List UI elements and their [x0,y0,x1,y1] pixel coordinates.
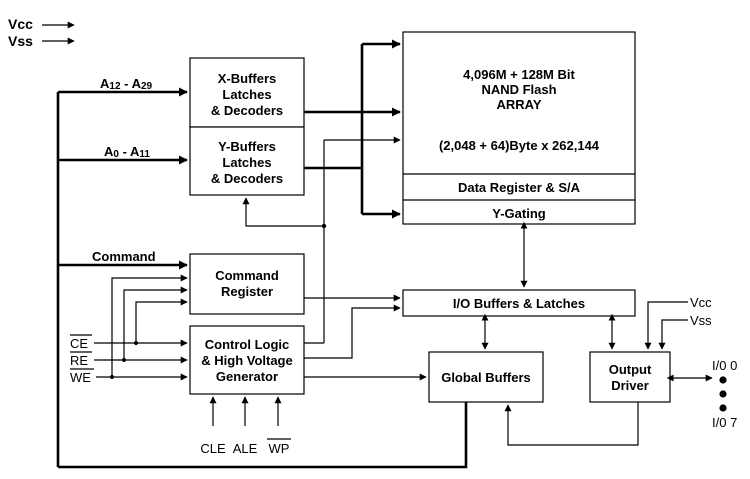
y-buffers-line3: & Decoders [211,171,283,186]
legend-vss-label: Vss [8,33,33,49]
output-vss-label: Vss [690,313,712,328]
y-gating-text: Y-Gating [492,206,546,221]
command-bus-label: Command [92,249,156,264]
array-organization-text: (2,048 + 64)Byte x 262,144 [439,138,600,153]
control-signals: CE RE WE [70,274,188,385]
we-signal-label: WE [70,370,91,385]
io-pin-first-label: I/0 0 [712,358,737,373]
wp-label: WP [269,441,290,456]
junction-dot [321,223,327,229]
we-junction-dot [110,375,114,379]
io-pin-dot-3 [719,404,727,412]
io-buffers-text: I/O Buffers & Latches [453,296,585,311]
re-junction-dot [122,358,126,362]
power-legend: Vcc Vss [8,16,75,49]
command-register-line2: Register [221,284,273,299]
array-capacity-text: 4,096M + 128M Bit [463,67,575,82]
control-logic-line3: Generator [216,369,278,384]
cle-label: CLE [200,441,226,456]
we-to-cmd-reg-arrow [111,274,188,377]
io-pin-dot-2 [719,390,727,398]
y-buffers-line1: Y-Buffers [218,139,276,154]
addr-high-label: A12 - A29 [100,76,153,92]
array-name-text: ARRAY [496,97,541,112]
ce-junction-dot [134,341,138,345]
io-pins: I/0 0 I/0 7 [712,358,737,430]
y-buffers-line2: Latches [222,155,271,170]
x-buffers-line3: & Decoders [211,103,283,118]
output-driver-line2: Driver [611,378,649,393]
output-to-global-feedback [504,402,639,446]
data-register-text: Data Register & S/A [458,180,581,195]
command-register-block [189,253,305,315]
array-type-text: NAND Flash [481,82,556,97]
ctrl-to-y-buffers-arrow [242,197,324,227]
output-power: Vcc Vss [644,295,712,350]
output-vcc-arrow [644,301,688,350]
control-logic-line1: Control Logic [205,337,290,352]
re-to-cmd-reg-arrow [123,286,188,360]
io-buffers-block [402,289,636,317]
output-vcc-label: Vcc [690,295,712,310]
control-feedback [242,136,401,344]
command-register-line1: Command [215,268,279,283]
control-logic-block [189,325,305,395]
ale-label: ALE [233,441,258,456]
output-vss-arrow [658,319,688,350]
y-buffers-block [189,126,305,196]
output-driver-block [589,351,671,403]
nand-array-block [402,31,636,225]
decoder-to-array [304,39,401,219]
global-buffers-block [428,351,544,403]
io-pin-dot-1 [719,376,727,384]
bottom-inputs: CLE ALE WP [200,396,291,456]
output-driver-line1: Output [609,362,652,377]
control-logic-line2: & High Voltage [201,353,292,368]
ce-signal-label: CE [70,336,88,351]
legend-vcc-label: Vcc [8,16,33,32]
global-buffers-text: Global Buffers [441,370,531,385]
re-signal-label: RE [70,353,88,368]
io-pin-last-label: I/0 7 [712,415,737,430]
main-bus [56,87,471,469]
ctrl-to-io-arrow [304,304,401,359]
bus-to-global-buffers [58,385,471,469]
x-buffers-line1: X-Buffers [218,71,277,86]
ce-to-cmd-reg-arrow [135,298,188,343]
x-buffers-line2: Latches [222,87,271,102]
addr-low-label: A0 - A11 [104,144,150,160]
